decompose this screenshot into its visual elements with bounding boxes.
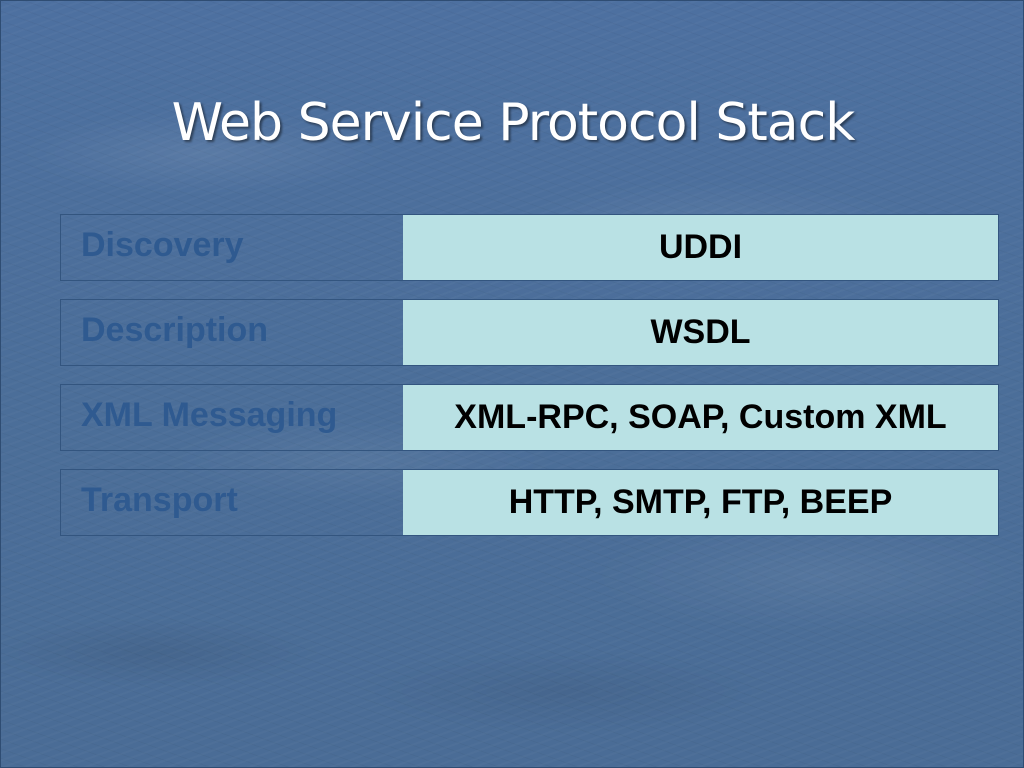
protocol-box: UDDI xyxy=(403,215,998,280)
protocol-label: HTTP, SMTP, FTP, BEEP xyxy=(508,483,893,521)
protocol-box: HTTP, SMTP, FTP, BEEP xyxy=(403,470,998,535)
protocol-label: XML-RPC, SOAP, Custom XML xyxy=(454,398,947,436)
stack-layer-description: Description WSDL xyxy=(60,299,999,366)
protocol-label: UDDI xyxy=(658,228,743,266)
layer-name: Description xyxy=(81,311,269,349)
protocol-label: WSDL xyxy=(650,313,751,351)
layer-name: Transport xyxy=(81,481,238,519)
protocol-box: WSDL xyxy=(403,300,998,365)
stack-layer-transport: Transport HTTP, SMTP, FTP, BEEP xyxy=(60,469,999,536)
stack-layer-xml-messaging: XML Messaging XML-RPC, SOAP, Custom XML xyxy=(60,384,999,451)
protocol-box: XML-RPC, SOAP, Custom XML xyxy=(403,385,998,450)
slide-title: Web Service Protocol Stack xyxy=(171,93,856,153)
layer-name: Discovery xyxy=(81,226,244,264)
stack-layer-discovery: Discovery UDDI xyxy=(60,214,999,281)
layer-name: XML Messaging xyxy=(81,396,338,434)
